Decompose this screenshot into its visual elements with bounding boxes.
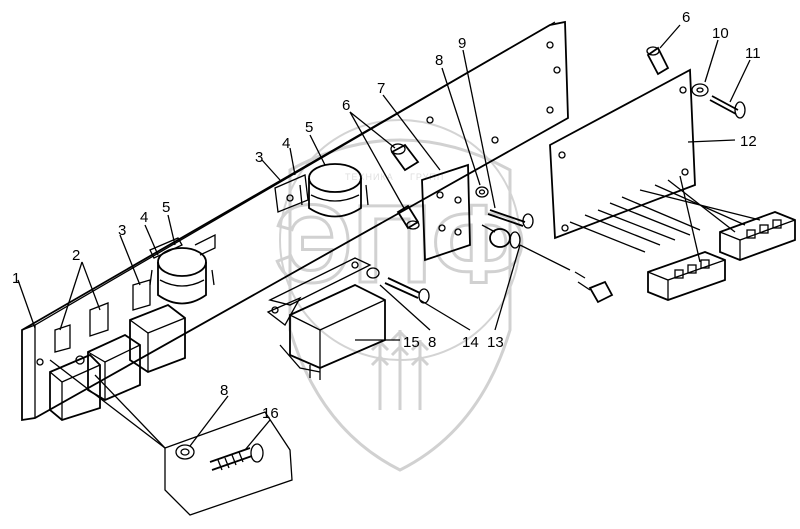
callout-3-right: 3 — [255, 149, 263, 166]
callout-labels: 1 2 3 4 5 3 4 5 6 7 8 9 6 10 11 12 8 8 1… — [12, 9, 761, 422]
board-wiring — [569, 175, 761, 263]
washer-10 — [691, 83, 709, 97]
watermark: ТЕХНИКА ГРУПП ЭПФ — [273, 119, 527, 472]
wheat-icon — [370, 329, 430, 410]
callout-5-right: 5 — [305, 119, 313, 136]
spacer-top-right — [646, 46, 670, 76]
bracket-left — [149, 237, 183, 259]
buzzer-right — [299, 163, 369, 218]
spacer-middle — [390, 143, 420, 172]
leader-lines — [17, 24, 751, 451]
callout-8-top: 8 — [435, 52, 443, 69]
spacer-lower — [396, 204, 420, 230]
watermark-letters: ЭПФ — [274, 183, 525, 306]
screw-11 — [709, 95, 746, 119]
resistor-box — [266, 257, 386, 380]
callout-3-left: 3 — [118, 222, 126, 239]
callout-8-bottom: 8 — [428, 334, 436, 351]
detail-inset — [49, 359, 293, 516]
relay-mount-brackets — [54, 279, 151, 353]
connector-block-left — [647, 251, 726, 301]
callout-11: 11 — [745, 45, 761, 62]
callout-8-inset: 8 — [220, 382, 228, 399]
washer-8-upper — [475, 186, 489, 198]
circuit-board — [549, 68, 696, 240]
callout-13: 13 — [487, 334, 504, 351]
main-panel — [21, 20, 569, 422]
callout-10: 10 — [712, 25, 729, 42]
relay-bottom — [49, 353, 101, 422]
callout-15: 15 — [403, 334, 420, 351]
callout-6-middle: 6 — [342, 97, 350, 114]
buzzer-left — [149, 233, 216, 305]
callout-1: 1 — [12, 270, 20, 287]
callout-6-top-right: 6 — [682, 9, 690, 26]
callout-5-left: 5 — [162, 199, 170, 216]
connector-block-right — [719, 211, 796, 261]
callout-4-right: 4 — [282, 135, 290, 152]
callout-16: 16 — [262, 405, 279, 422]
bolt-9 — [487, 209, 534, 229]
bracket-right — [274, 174, 309, 213]
callout-7: 7 — [377, 80, 385, 97]
callout-2: 2 — [72, 247, 80, 264]
connector-13 — [481, 224, 586, 279]
watermark-text-2: ГРУПП — [410, 172, 444, 182]
watermark-text-1: ТЕХНИКА — [345, 172, 394, 182]
mount-plate — [421, 163, 471, 262]
callout-9: 9 — [458, 35, 466, 52]
relay-left — [87, 333, 141, 402]
plug-terminal — [577, 280, 614, 304]
callout-4-left: 4 — [140, 209, 148, 226]
callout-14: 14 — [462, 334, 479, 351]
relay-right — [129, 303, 186, 374]
callout-12: 12 — [740, 133, 757, 150]
